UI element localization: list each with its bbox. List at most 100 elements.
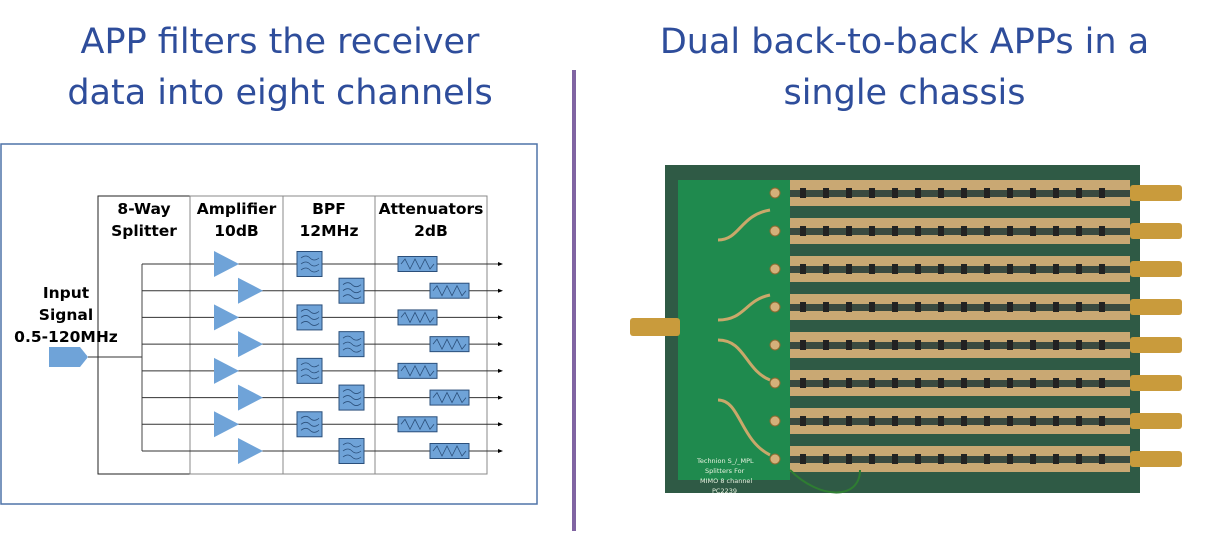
bpf-wave: [342, 389, 362, 394]
pcb-component: [984, 226, 990, 236]
pcb-component: [846, 188, 852, 198]
pcb-component: [800, 340, 806, 350]
pcb-component: [915, 226, 921, 236]
pcb-component: [938, 226, 944, 236]
pcb-component: [892, 340, 898, 350]
output-connector: [1130, 223, 1182, 239]
column-header-line1: Amplifier: [197, 200, 277, 218]
column-header-line1: 8-Way: [117, 200, 170, 218]
pcb-component: [1007, 378, 1013, 388]
attenuator-zigzag: [400, 418, 435, 431]
pcb-component: [961, 454, 967, 464]
pcb-component: [1007, 264, 1013, 274]
pcb-component: [823, 264, 829, 274]
bpf-wave: [342, 335, 362, 341]
pcb-component: [823, 188, 829, 198]
pcb-component: [1099, 302, 1105, 312]
pcb-label-line1: Technion S_/_MPL: [696, 457, 754, 465]
app-block-diagram: 8-WaySplitterAmplifier10dBBPF12MHzAttenu…: [0, 143, 538, 505]
pcb-component: [846, 454, 852, 464]
pcb-component: [984, 302, 990, 312]
sma-pad: [769, 415, 781, 427]
right-title-line2: single chassis: [783, 73, 1026, 113]
bpf-wave: [300, 368, 320, 374]
right-title-line1: Dual back-to-back APPs in a: [659, 22, 1150, 62]
output-connector: [1130, 261, 1182, 277]
left-title: APP filters the receiver data into eight…: [0, 17, 560, 119]
column-header-line2: 12MHz: [300, 222, 359, 240]
pcb-component: [1076, 340, 1082, 350]
pcb-component: [846, 302, 852, 312]
pcb-component: [1099, 340, 1105, 350]
pcb-component: [869, 302, 875, 312]
pcb-component: [869, 188, 875, 198]
bpf-wave: [342, 341, 362, 347]
amplifier-icon: [238, 384, 263, 411]
pcb-component: [915, 340, 921, 350]
channel-2: [142, 277, 503, 304]
output-connector: [1130, 413, 1182, 429]
bpf-wave: [300, 321, 320, 326]
pcb-component: [892, 416, 898, 426]
input-label-line2: Signal: [39, 306, 93, 324]
input-label-line3: 0.5-120MHz: [14, 328, 118, 346]
pcb-component: [961, 340, 967, 350]
pcb-component: [869, 454, 875, 464]
pcb-component: [1053, 416, 1059, 426]
output-connector: [1130, 375, 1182, 391]
pcb-component: [800, 454, 806, 464]
pcb-component: [1076, 226, 1082, 236]
pcb-component: [1007, 416, 1013, 426]
pcb-board: Technion S_/_MPL Splitters For MIMO 8 ch…: [630, 165, 1182, 495]
output-arrow: [498, 315, 503, 320]
output-connector: [1130, 185, 1182, 201]
pcb-component: [1007, 188, 1013, 198]
column-header-line2: 2dB: [414, 222, 448, 240]
pcb-component: [1030, 378, 1036, 388]
pcb-trace: [790, 342, 1130, 349]
input-label: Input Signal 0.5-120MHz: [14, 284, 118, 346]
pcb-label-line2: Splitters For: [705, 467, 745, 475]
pcb-component: [1007, 302, 1013, 312]
pcb-component: [823, 226, 829, 236]
pcb-component: [869, 378, 875, 388]
pcb-component: [1030, 302, 1036, 312]
left-title-line2: data into eight channels: [67, 73, 493, 113]
pcb-component: [1076, 188, 1082, 198]
amplifier-icon: [214, 304, 239, 331]
pcb-component: [1053, 454, 1059, 464]
pcb-component: [823, 340, 829, 350]
pcb-component: [1076, 454, 1082, 464]
pcb-component: [984, 340, 990, 350]
pcb-component: [938, 454, 944, 464]
output-arrow: [498, 395, 503, 400]
attenuator-zigzag: [432, 338, 467, 351]
pcb-component: [1053, 264, 1059, 274]
pcb-trace: [790, 456, 1130, 463]
pcb-component: [869, 416, 875, 426]
pcb-component: [938, 378, 944, 388]
output-arrow: [498, 449, 503, 453]
pcb-component: [1053, 340, 1059, 350]
sma-pad: [769, 301, 781, 313]
attenuator-zigzag: [432, 284, 467, 297]
bpf-wave: [342, 442, 362, 448]
pcb-component: [892, 302, 898, 312]
pcb-component: [846, 416, 852, 426]
pcb-component: [869, 264, 875, 274]
bpf-wave: [342, 347, 362, 353]
bpf-wave: [300, 415, 320, 421]
sma-pad: [769, 225, 781, 237]
pcb-component: [1076, 302, 1082, 312]
input-label-line1: Input: [43, 284, 90, 302]
bpf-wave: [300, 309, 320, 314]
output-connector: [1130, 337, 1182, 353]
amplifier-icon: [238, 277, 263, 304]
pcb-component: [1007, 454, 1013, 464]
sma-pad: [769, 377, 781, 389]
pcb-component: [1053, 302, 1059, 312]
pcb-component: [915, 378, 921, 388]
pcb-component: [1053, 226, 1059, 236]
pcb-component: [938, 340, 944, 350]
